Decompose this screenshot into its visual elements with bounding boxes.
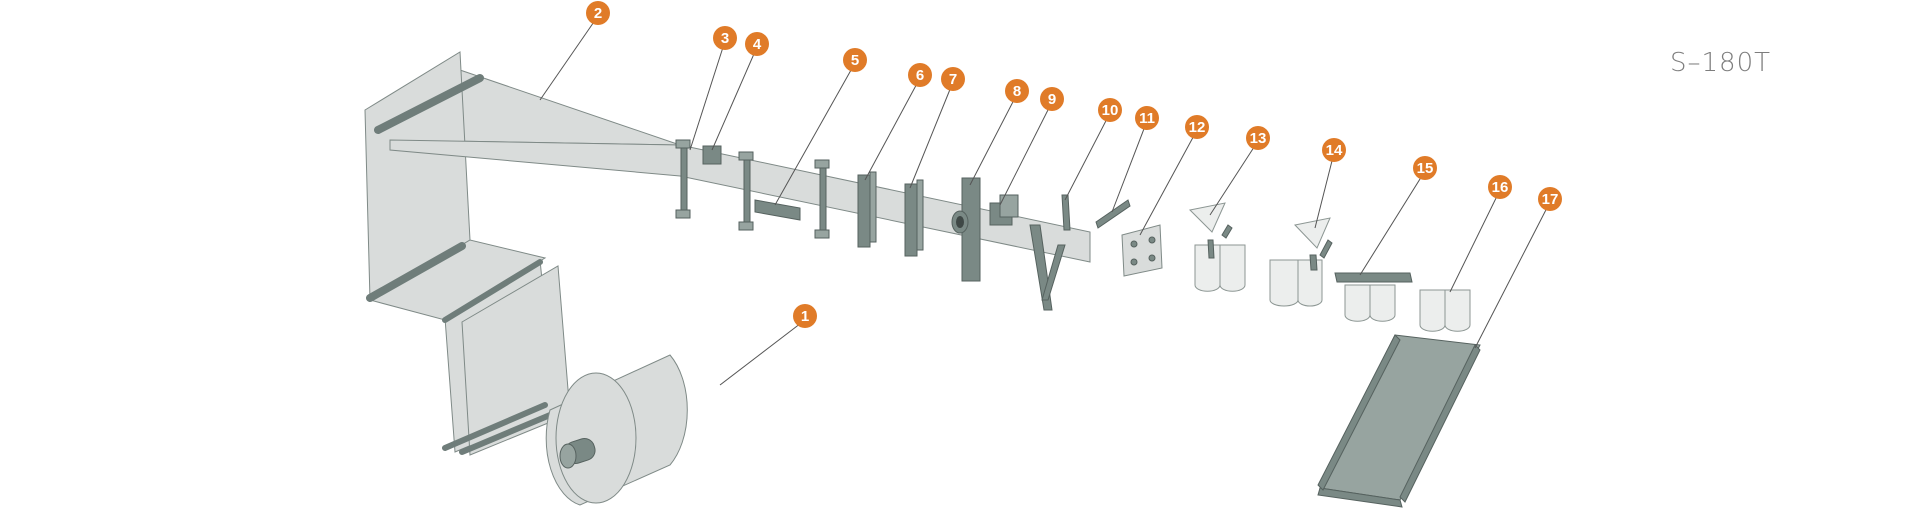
- callout-1-label: 1: [801, 308, 809, 325]
- callout-2-label: 2: [594, 5, 602, 22]
- station-5: [754, 199, 801, 221]
- callout-14-label: 14: [1326, 142, 1343, 159]
- callout-7-label: 7: [949, 71, 957, 88]
- callout-11-label: 11: [1139, 110, 1155, 127]
- callout-8: 8: [1005, 79, 1029, 103]
- callout-2: 2: [586, 1, 610, 25]
- station-16: [1419, 289, 1471, 332]
- callout-10-label: 10: [1102, 102, 1119, 119]
- callout-1: 1: [793, 304, 817, 328]
- callout-13: 13: [1246, 126, 1270, 150]
- callout-9: 9: [1040, 87, 1064, 111]
- callout-15: 15: [1413, 156, 1437, 180]
- guide-rollers: [366, 74, 565, 455]
- callout-14: 14: [1322, 138, 1346, 162]
- station-10: [1029, 194, 1071, 311]
- film-web: [364, 51, 1091, 456]
- callout-10: 10: [1098, 98, 1122, 122]
- film-reel: [545, 354, 688, 506]
- output-chute: [1317, 334, 1481, 508]
- station-3: [675, 139, 691, 219]
- callout-16: 16: [1488, 175, 1512, 199]
- callout-4: 4: [745, 32, 769, 56]
- callout-17-label: 17: [1542, 191, 1559, 208]
- callout-3-label: 3: [721, 30, 729, 47]
- callout-7: 7: [941, 67, 965, 91]
- callout-11: 11: [1135, 106, 1159, 130]
- station-7: [904, 179, 924, 257]
- callout-5-label: 5: [851, 52, 859, 69]
- station-9: [989, 194, 1019, 226]
- callout-8-label: 8: [1013, 83, 1021, 100]
- callout-6: 6: [908, 63, 932, 87]
- station-12: [1121, 224, 1163, 277]
- station-8: [951, 177, 981, 282]
- station-14: [1269, 217, 1333, 307]
- station-11: [1095, 199, 1131, 229]
- station-13: [1188, 202, 1246, 292]
- station-6: [857, 171, 877, 248]
- callout-3: 3: [713, 26, 737, 50]
- model-label: S–180T: [1670, 48, 1772, 78]
- callout-13-label: 13: [1250, 130, 1267, 147]
- callout-15-label: 15: [1417, 160, 1434, 177]
- station-frame-b: [814, 159, 830, 239]
- callout-12-label: 12: [1189, 119, 1206, 136]
- callout-6-label: 6: [916, 67, 924, 84]
- station-frame-a: [738, 151, 754, 231]
- callout-9-label: 9: [1048, 91, 1056, 108]
- callout-17: 17: [1538, 187, 1562, 211]
- callout-12: 12: [1185, 115, 1209, 139]
- callout-16-label: 16: [1492, 179, 1509, 196]
- station-15: [1334, 272, 1413, 322]
- callout-5: 5: [843, 48, 867, 72]
- leader-lines: [539, 15, 1551, 386]
- station-4: [702, 145, 722, 165]
- callout-4-label: 4: [753, 36, 762, 53]
